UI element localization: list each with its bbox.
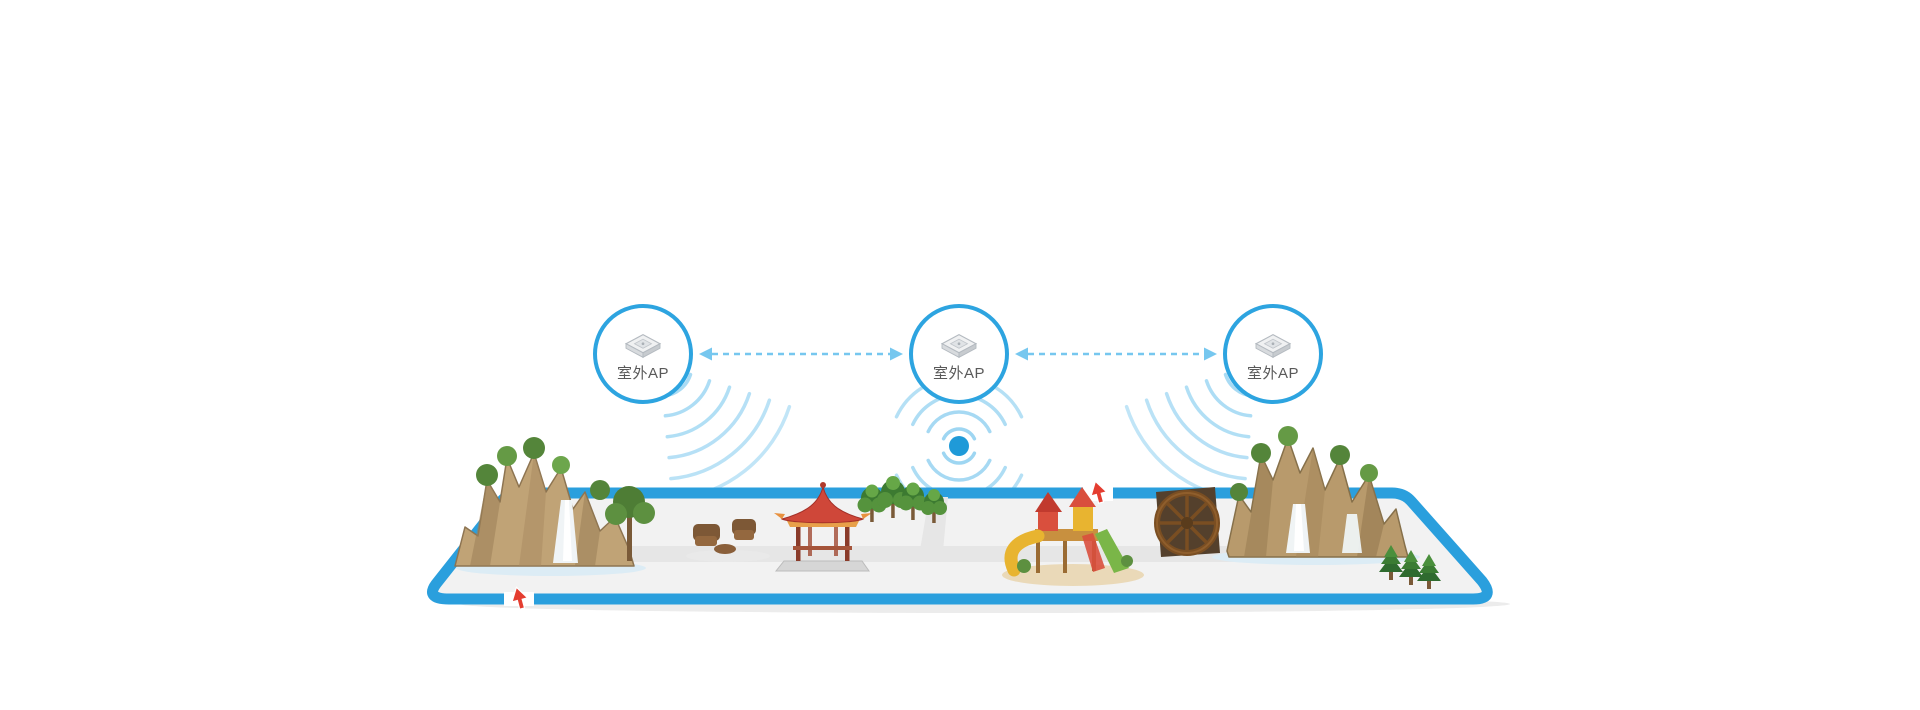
ap-label: 室外AP bbox=[932, 365, 985, 382]
ap-node-left: 室外AP bbox=[593, 304, 693, 404]
park-trees bbox=[857, 476, 947, 523]
arrowhead-left-icon bbox=[1015, 347, 1028, 361]
wifi-ripples-center-icon bbox=[894, 375, 1024, 517]
mesh-link-right bbox=[1015, 347, 1217, 361]
mesh-link-left bbox=[699, 347, 903, 361]
waterwheel bbox=[1154, 487, 1220, 557]
ap-label: 室外AP bbox=[616, 365, 669, 382]
wifi-waves-left-icon bbox=[661, 372, 792, 502]
entrance-marker-bottom-icon bbox=[511, 586, 529, 610]
pavilion bbox=[774, 482, 872, 572]
pine-trees bbox=[1379, 545, 1441, 589]
ap-node-right: 室外AP bbox=[1223, 304, 1323, 404]
playground bbox=[1002, 487, 1144, 586]
arrowhead-right-icon bbox=[1204, 347, 1217, 361]
left-rockery bbox=[454, 437, 655, 576]
waterfall bbox=[1342, 514, 1362, 553]
right-rockery bbox=[1212, 426, 1420, 565]
red-slide bbox=[1082, 533, 1105, 572]
ap-node-center: 室外AP bbox=[909, 304, 1009, 404]
arrowhead-right-icon bbox=[890, 347, 903, 361]
entrance-marker-top-icon bbox=[1090, 480, 1108, 504]
green-slide bbox=[1095, 529, 1129, 573]
outdoor-ap-device-icon bbox=[1254, 334, 1292, 359]
tube-slide bbox=[1004, 529, 1045, 577]
outdoor-ap-device-icon bbox=[624, 334, 662, 359]
ap-label: 室外AP bbox=[1246, 365, 1299, 382]
arrowhead-left-icon bbox=[699, 347, 712, 361]
outdoor-ap-device-icon bbox=[940, 334, 978, 359]
wifi-waves-right-icon bbox=[1124, 372, 1255, 502]
garden-furniture bbox=[686, 519, 770, 562]
hotspot-dot-icon bbox=[949, 436, 969, 456]
